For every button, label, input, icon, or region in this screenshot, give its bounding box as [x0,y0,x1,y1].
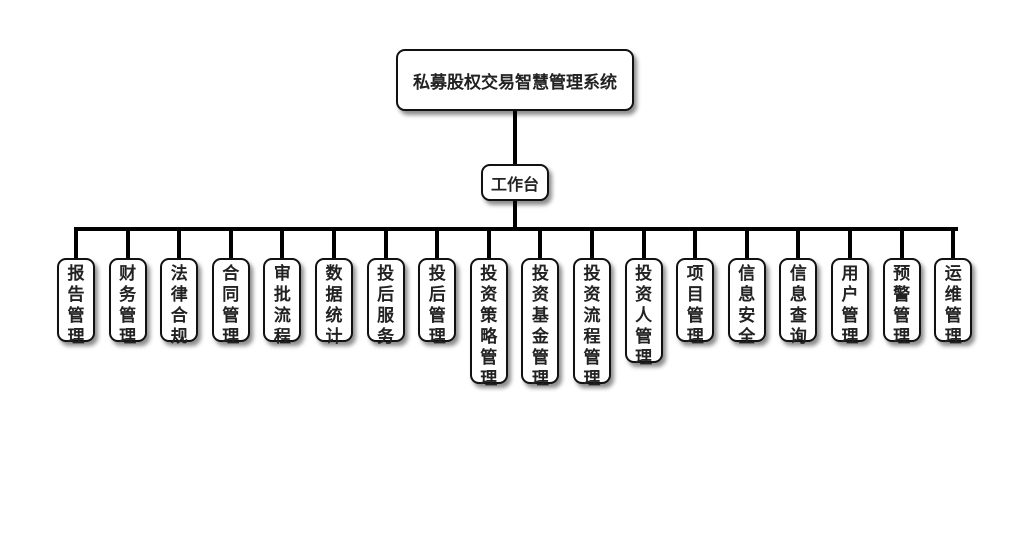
module-connector [796,229,801,258]
module-connector [228,229,233,258]
module-label: 投资人管理 [635,264,653,368]
workbench-node[interactable]: 工作台 [481,164,549,201]
module-connector [486,229,491,258]
module-label: 数据统计 [325,264,343,347]
module-node[interactable]: 投资基金管理 [521,258,560,389]
module-connector [590,229,594,258]
module-connector [125,229,130,258]
module-label: 投资策略管理 [480,264,498,389]
module-connector [641,229,646,258]
module-connector [383,229,388,258]
root-connector [513,111,517,164]
module-connector [899,229,904,258]
module-connector [435,229,440,258]
module-node[interactable]: 投资人管理 [624,258,663,368]
module-connector [332,229,336,258]
module-connector [74,229,78,258]
module-label: 审批流程 [273,264,291,347]
module-node[interactable]: 投后服务 [366,258,405,347]
module-node[interactable]: 投资流程管理 [573,258,611,389]
module-node[interactable]: 预警管理 [882,258,921,347]
module-label: 投资基金管理 [531,264,549,389]
module-label: 报告管理 [67,264,85,347]
module-label: 预警管理 [893,264,911,347]
module-connector [177,229,182,258]
module-connector [280,229,285,258]
root-label: 私募股权交易智慧管理系统 [413,72,617,93]
module-label: 合同管理 [222,264,240,347]
module-label: 信息安全 [738,264,756,347]
hub-connector [513,201,517,229]
module-node[interactable]: 合同管理 [211,258,250,347]
module-connector [744,229,749,258]
module-node[interactable]: 项目管理 [676,258,715,347]
branch-bar [74,227,958,231]
module-node[interactable]: 用户管理 [831,258,869,347]
module-connector [951,229,956,258]
module-node[interactable]: 报告管理 [57,258,95,347]
module-node[interactable]: 法律合规 [160,258,199,347]
module-label: 用户管理 [841,264,859,347]
module-node[interactable]: 信息查询 [779,258,818,347]
module-label: 信息查询 [789,264,807,347]
module-node[interactable]: 运维管理 [934,258,973,347]
module-node[interactable]: 信息安全 [727,258,766,347]
module-connector [848,229,852,258]
module-label: 运维管理 [944,264,962,347]
module-label: 法律合规 [170,264,188,347]
module-label: 投后服务 [377,264,395,347]
module-node[interactable]: 财务管理 [108,258,147,347]
module-connector [693,229,698,258]
module-node[interactable]: 投后管理 [418,258,457,347]
module-node[interactable]: 数据统计 [315,258,353,347]
root-node[interactable]: 私募股权交易智慧管理系统 [396,49,634,111]
module-label: 投后管理 [428,264,446,347]
workbench-label: 工作台 [490,174,539,194]
module-label: 投资流程管理 [583,264,601,389]
module-node[interactable]: 审批流程 [263,258,302,347]
module-connector [538,229,543,258]
module-node[interactable]: 投资策略管理 [469,258,508,389]
module-label: 项目管理 [686,264,704,347]
module-label: 财务管理 [119,264,137,347]
